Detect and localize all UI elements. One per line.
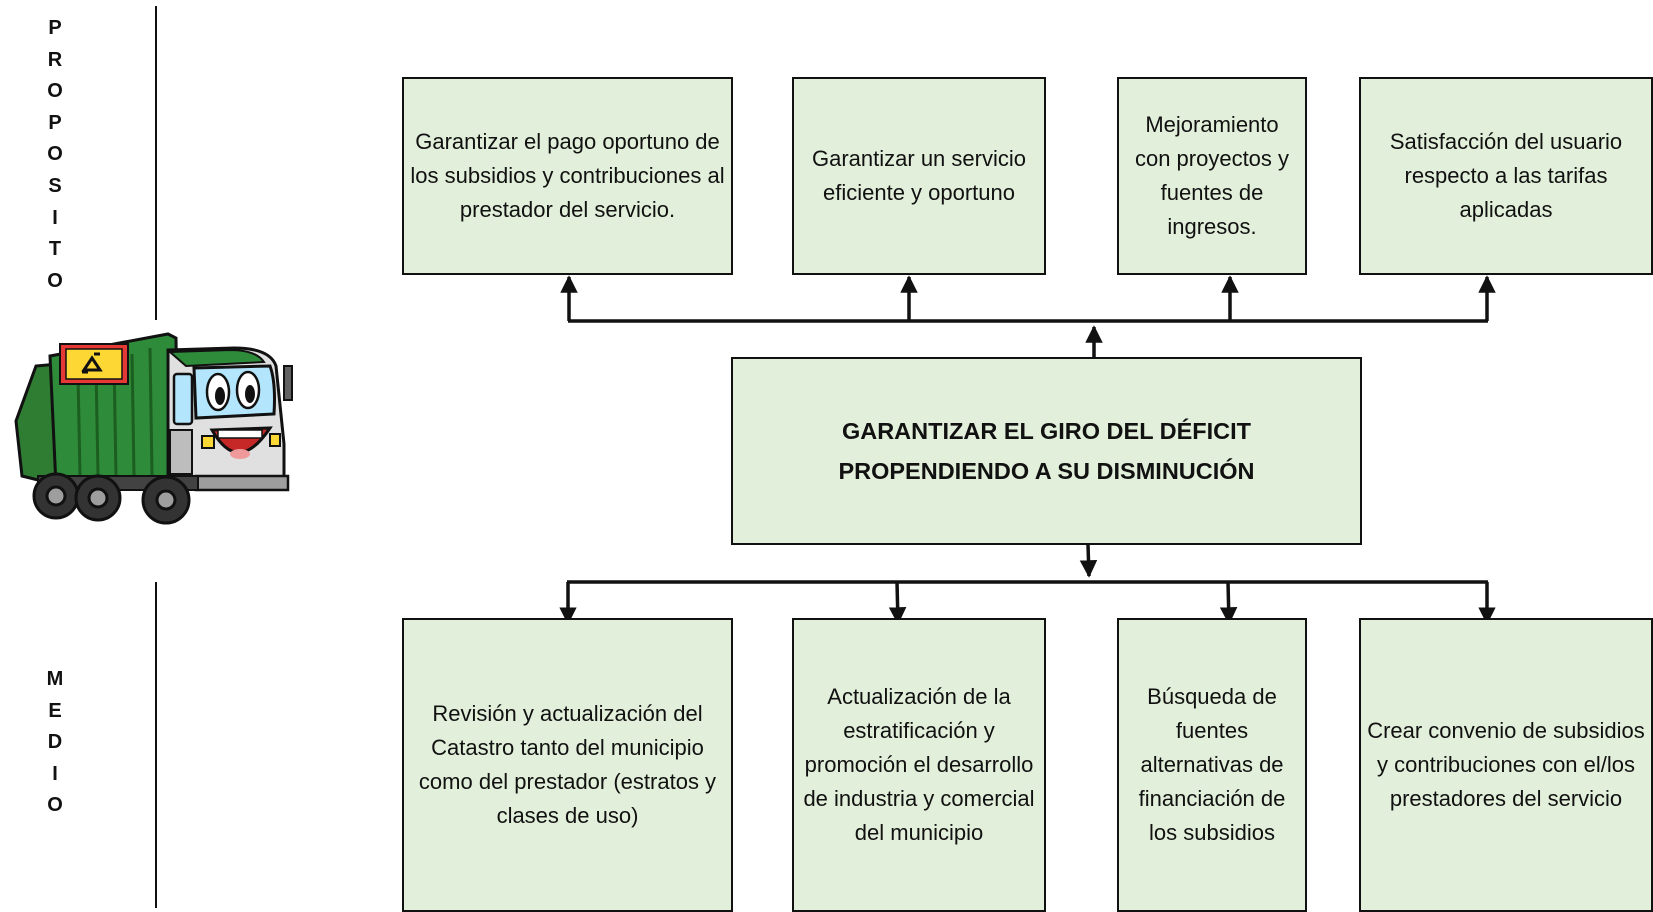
side-label-medio: M E D I O — [44, 664, 66, 822]
purpose-box-3: Mejoramiento con proyectos y fuentes de … — [1117, 77, 1307, 275]
garbage-truck-icon — [14, 332, 293, 525]
side-letter: O — [47, 80, 63, 103]
central-objective-box: GARANTIZAR EL GIRO DEL DÉFICIT PROPENDIE… — [731, 357, 1362, 545]
side-letter: T — [48, 238, 62, 261]
side-letter: P — [48, 17, 62, 39]
arrow-center-to-bottom-bus — [1079, 544, 1098, 578]
purpose-text: Garantizar el pago oportuno de los subsi… — [410, 129, 725, 222]
side-letter: R — [47, 48, 63, 71]
arrow-to-means-3 — [1219, 581, 1238, 625]
side-letter: S — [48, 174, 62, 197]
central-objective-text: GARANTIZAR EL GIRO DEL DÉFICIT PROPENDIE… — [838, 418, 1255, 484]
means-box-4: Crear convenio de subsidios y contribuci… — [1359, 618, 1653, 912]
purpose-text: Mejoramiento con proyectos y fuentes de … — [1134, 112, 1290, 239]
side-letter: M — [46, 668, 64, 690]
means-box-3: Búsqueda de fuentes alternativas de fina… — [1117, 618, 1307, 912]
side-letter: O — [47, 269, 63, 292]
purpose-box-2: Garantizar un servicio eficiente y oport… — [792, 77, 1046, 275]
means-box-2: Actualización de la estratificación y pr… — [792, 618, 1046, 912]
side-letter: E — [48, 699, 62, 722]
means-text: Revisión y actualización del Catastro ta… — [418, 701, 717, 828]
means-text: Actualización de la estratificación y pr… — [803, 684, 1035, 845]
medio-divider — [155, 582, 157, 908]
side-label-proposito: P R O P O S I T O — [44, 13, 66, 297]
purpose-box-1: Garantizar el pago oportuno de los subsi… — [402, 77, 733, 275]
side-letter: O — [47, 794, 63, 817]
purpose-text: Garantizar un servicio eficiente y oport… — [812, 146, 1026, 205]
side-letter: D — [47, 731, 63, 754]
recycle-icon — [59, 343, 129, 385]
means-box-1: Revisión y actualización del Catastro ta… — [402, 618, 733, 912]
means-text: Búsqueda de fuentes alternativas de fina… — [1138, 684, 1286, 845]
proposito-divider — [155, 6, 157, 320]
arrow-to-means-2 — [888, 581, 907, 625]
side-letter: I — [52, 206, 58, 229]
means-text: Crear convenio de subsidios y contribuci… — [1367, 718, 1645, 811]
purpose-text: Satisfacción del usuario respecto a las … — [1389, 129, 1623, 222]
side-letter: P — [48, 111, 62, 134]
side-letter: O — [47, 143, 63, 166]
purpose-box-4: Satisfacción del usuario respecto a las … — [1359, 77, 1653, 275]
side-letter: I — [52, 762, 58, 785]
